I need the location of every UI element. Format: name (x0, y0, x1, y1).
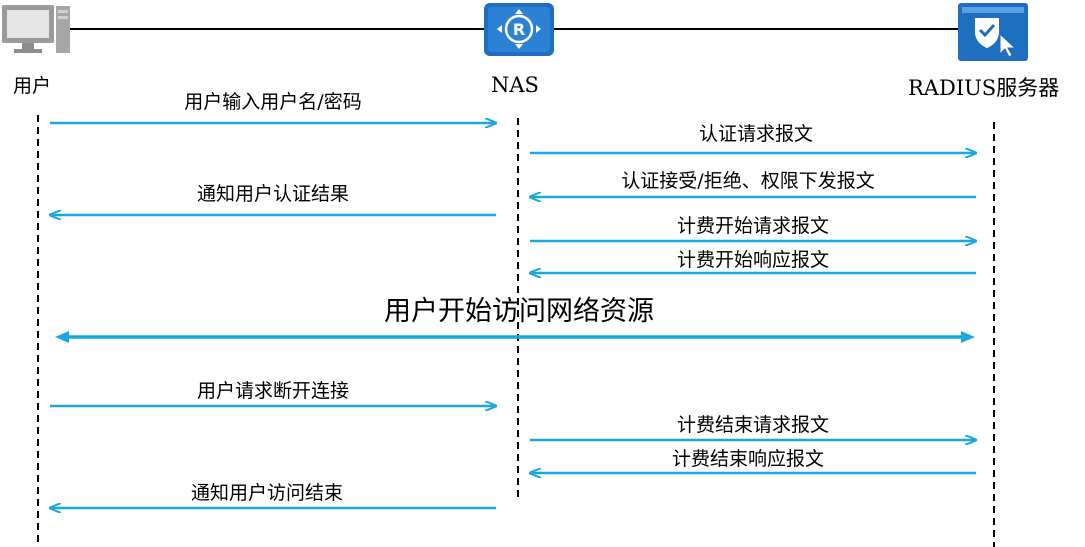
message-label: 用户请求断开连接 (196, 380, 350, 402)
message-label: 计费开始响应报文 (676, 249, 830, 271)
message-label: 计费结束响应报文 (671, 448, 825, 470)
message-label: 认证请求报文 (698, 123, 814, 145)
message-label: 通知用户认证结果 (196, 183, 350, 205)
message-label: 计费开始请求报文 (676, 215, 830, 237)
message-label: 认证接受/拒绝、权限下发报文 (621, 170, 875, 192)
pc-icon (2, 5, 70, 53)
message-label: 用户输入用户名/密码 (184, 91, 362, 113)
message-label: 计费结束请求报文 (676, 414, 830, 436)
router-icon: R (484, 3, 554, 56)
message-label: 通知用户访问结束 (190, 482, 344, 504)
participant-user-label: 用户 (13, 75, 52, 97)
server-shield-icon (958, 3, 1028, 61)
svg-text:R: R (513, 20, 525, 39)
participant-radius-label: RADIUS服务器 (908, 76, 1060, 100)
message-label-network-access: 用户开始访问网络资源 (384, 296, 654, 327)
participant-nas-label: NAS (491, 73, 539, 97)
